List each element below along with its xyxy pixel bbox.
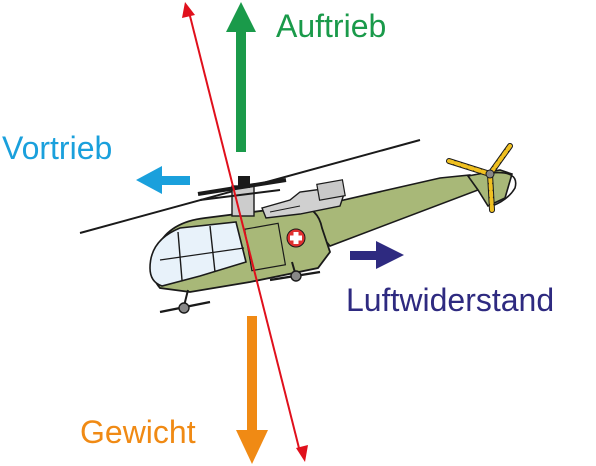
rotor-hub	[197, 176, 287, 217]
helicopter	[149, 143, 517, 314]
tail-rotor	[446, 143, 513, 213]
rotor-axis-arrow	[182, 2, 308, 462]
drag-label: Luftwiderstand	[346, 282, 555, 318]
swiss-cross-emblem	[286, 228, 306, 248]
thrust-arrow	[136, 166, 190, 194]
lift-arrow	[226, 2, 256, 152]
tail-skid	[489, 171, 517, 207]
lift-label: Auftrieb	[276, 8, 387, 44]
weight-label: Gewicht	[80, 414, 196, 450]
weight-arrow	[236, 316, 268, 464]
thrust-label: Vortrieb	[2, 130, 113, 166]
landing-gear	[159, 261, 321, 314]
drag-arrow	[350, 241, 404, 269]
engine	[261, 179, 346, 219]
